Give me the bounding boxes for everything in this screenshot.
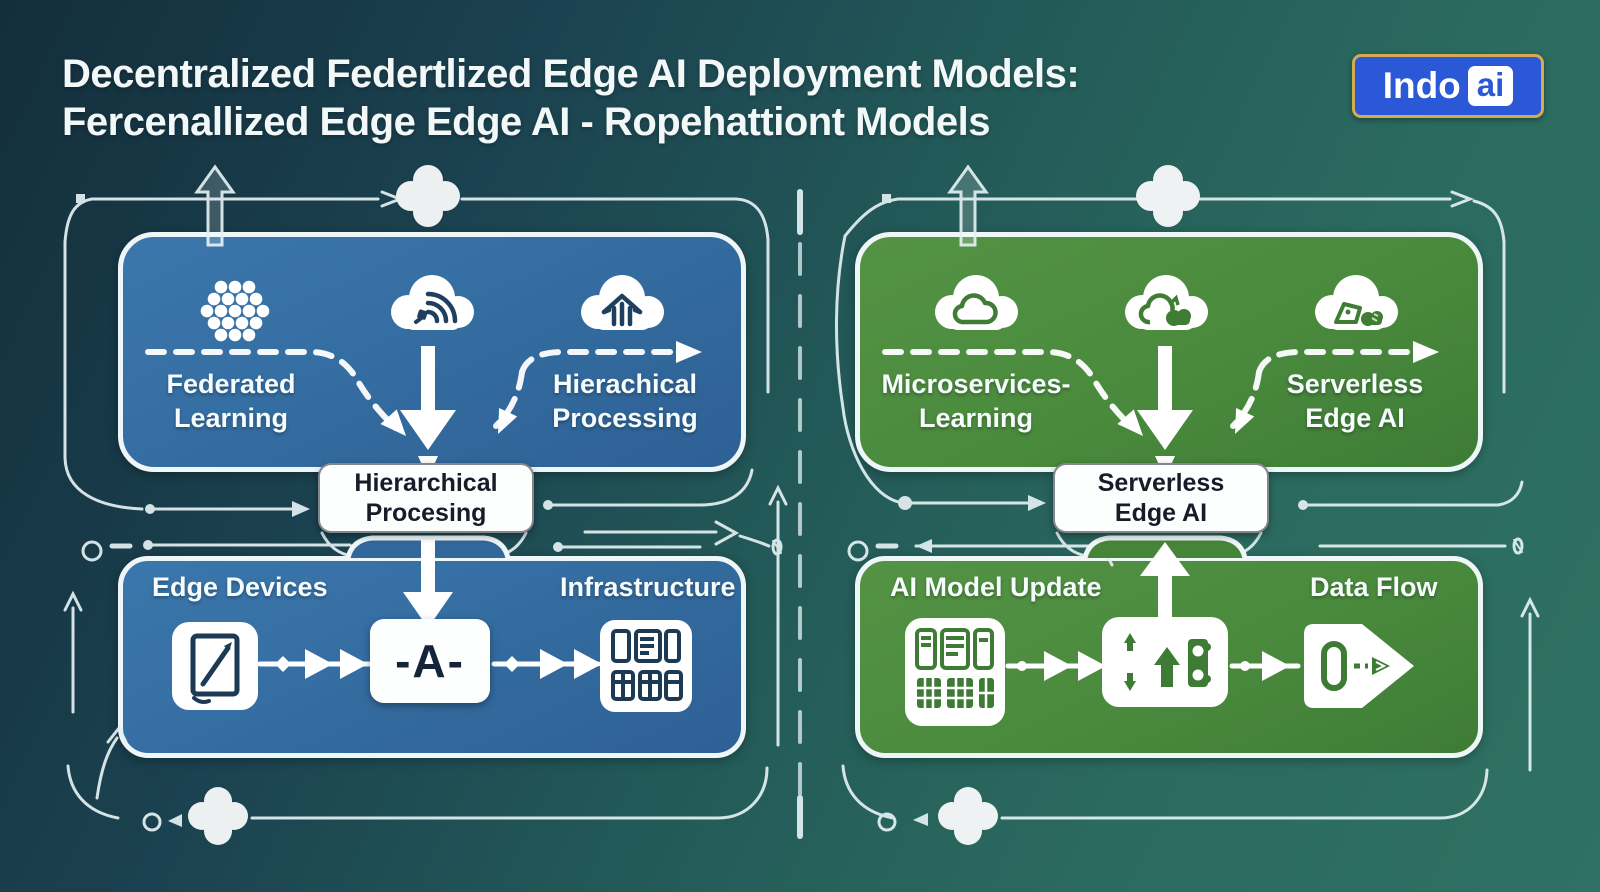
clover-ornament-top-left — [396, 165, 460, 227]
gateway-box: -A- — [370, 619, 490, 703]
title-line2: Fercenallized Edge Edge AI - Ropehattion… — [62, 100, 990, 144]
gateway-symbol: -A- — [395, 635, 465, 687]
left-edge-up-arrows — [63, 590, 128, 800]
tablet-icon — [172, 622, 258, 710]
clover-ornament-bottom-left — [188, 787, 248, 845]
left-up-arrow-ornament — [194, 164, 236, 247]
label-data-flow: Data Flow — [1310, 572, 1438, 602]
server-rack-icon — [600, 620, 692, 712]
right-outer-frame — [835, 190, 1540, 832]
federated-nodes-icon — [200, 272, 270, 352]
brand-logo: Indo ai — [1352, 54, 1544, 118]
cloud-home-icon — [568, 266, 672, 338]
left-top-down-arrow — [400, 346, 456, 450]
label-edge-devices: Edge Devices — [152, 572, 328, 602]
data-flow-arrow-icon — [1296, 616, 1422, 716]
right-panel-to-box-arrow — [1140, 542, 1190, 630]
right-dashed-arrow-left — [882, 349, 1136, 431]
cloud-sync-icon — [1112, 266, 1216, 338]
right-dashed-arrow-right — [1256, 349, 1430, 375]
title-line1: Decentralized Federtlized Edge AI Deploy… — [62, 52, 1080, 96]
logo-name: Indo — [1382, 65, 1461, 106]
left-outer-frame — [63, 190, 788, 832]
cloud-signal-icon — [378, 266, 482, 338]
label-microservices-learning: Microservices-Learning — [881, 369, 1071, 433]
cloud-icon — [922, 266, 1026, 338]
logo-ai-badge: ai — [1467, 65, 1514, 107]
left-mid-connector — [81, 501, 352, 562]
left-dashed-arrow-left — [145, 349, 399, 431]
right-top-down-arrow — [1137, 346, 1193, 450]
page-title: Decentralized Federtlized Edge AI Deploy… — [62, 50, 1080, 146]
label-infrastructure: Infrastructure — [560, 572, 736, 602]
clover-ornament-bottom-right — [938, 787, 998, 845]
left-dashed-arrow-right — [519, 349, 693, 375]
update-module-icon — [1102, 617, 1228, 707]
cloud-data-icon — [1302, 266, 1406, 338]
label-ai-model-update: AI Model Update — [890, 572, 1102, 602]
left-box-to-panel-arrow — [403, 540, 453, 628]
clover-ornament-top-right — [1136, 165, 1200, 227]
right-up-arrow-ornament — [947, 164, 989, 247]
model-grid-icon — [905, 618, 1005, 726]
